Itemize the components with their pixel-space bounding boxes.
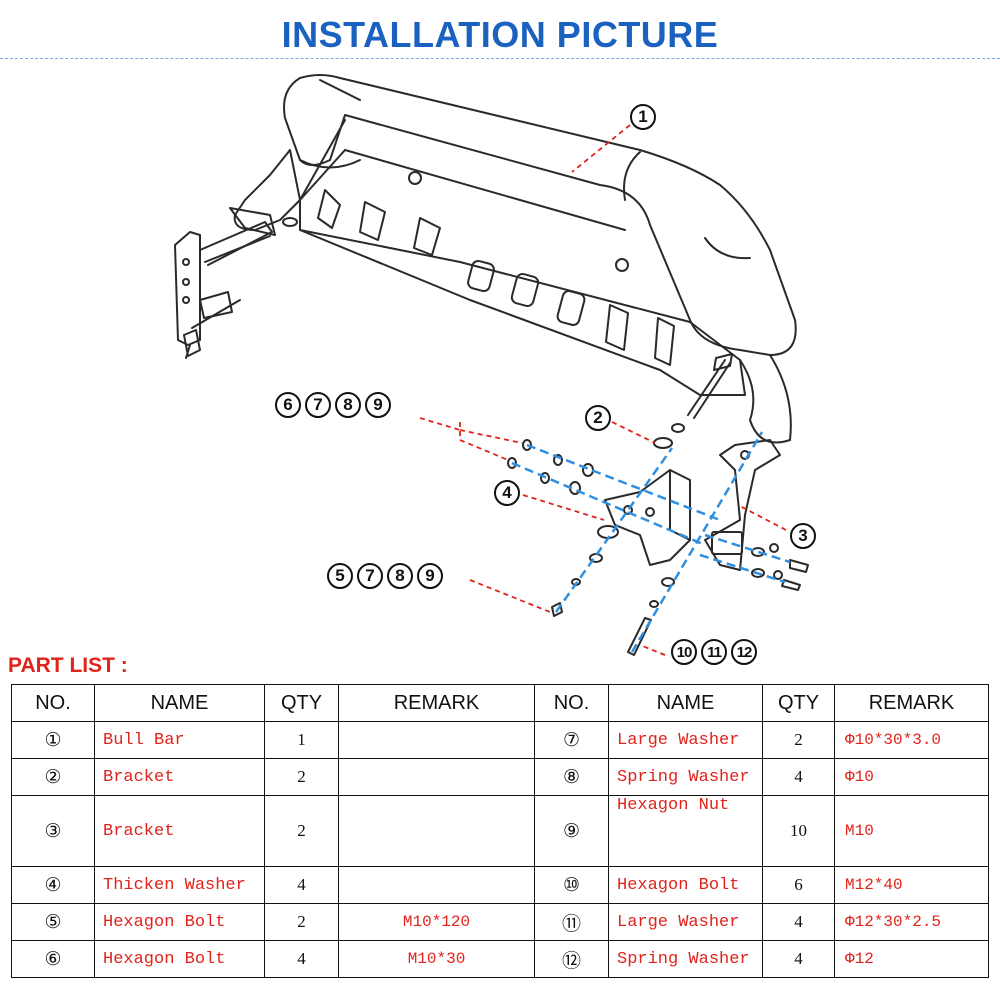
table-header-row: NO. NAME QTY REMARK NO. NAME QTY REMARK (11, 684, 989, 722)
column-header: REMARK (338, 684, 535, 722)
column-header: NAME (608, 684, 763, 722)
part-number: ③ (11, 795, 95, 867)
callout-number: 10 (671, 639, 697, 665)
part-remark: M10*30 (338, 940, 535, 978)
part-number: ⑨ (534, 795, 609, 867)
part-remark (338, 866, 535, 904)
callout-number: 8 (387, 563, 413, 589)
callout-number: 3 (790, 523, 816, 549)
part-name: Hexagon Bolt (608, 866, 763, 904)
callout-number: 8 (335, 392, 361, 418)
page-title: INSTALLATION PICTURE (281, 14, 719, 55)
callout-number: 1 (630, 104, 656, 130)
part-name: Hexagon Bolt (94, 903, 265, 941)
part-name: Large Washer (608, 903, 763, 941)
table-row: ① Bull Bar 1 ⑦ Large Washer 2 Φ10*30*3.0 (11, 721, 989, 759)
part-name: Bull Bar (94, 721, 265, 759)
part-number: ⑫ (534, 940, 609, 978)
part-qty: 4 (762, 758, 835, 796)
callout-part-3: 3 (790, 523, 816, 549)
part-number: ② (11, 758, 95, 796)
part-list-table: NO. NAME QTY REMARK NO. NAME QTY REMARK … (11, 684, 989, 978)
callout-number: 9 (365, 392, 391, 418)
part-number: ④ (11, 866, 95, 904)
table-row: ② Bracket 2 ⑧ Spring Washer 4 Φ10 (11, 758, 989, 796)
callout-number: 2 (585, 405, 611, 431)
part-qty: 2 (762, 721, 835, 759)
title-divider (0, 58, 1000, 59)
column-header: QTY (762, 684, 835, 722)
part-number: ① (11, 721, 95, 759)
callout-part-4: 4 (494, 480, 520, 506)
part-qty: 4 (762, 940, 835, 978)
part-name: Spring Washer (608, 940, 763, 978)
part-list-title: PART LIST : (8, 654, 128, 677)
callout-number: 7 (305, 392, 331, 418)
part-number: ⑩ (534, 866, 609, 904)
part-qty: 4 (264, 866, 339, 904)
part-name: Thicken Washer (94, 866, 265, 904)
callout-group-5789: 5 7 8 9 (327, 563, 443, 589)
callout-number: 12 (731, 639, 757, 665)
part-name: Hexagon Bolt (94, 940, 265, 978)
callout-leaders (419, 124, 787, 656)
part-remark: Φ10 (834, 758, 989, 796)
part-remark: Φ12 (834, 940, 989, 978)
part-remark (338, 721, 535, 759)
callout-part-1: 1 (630, 104, 656, 130)
part-number: ⑤ (11, 903, 95, 941)
part-name: Large Washer (608, 721, 763, 759)
part-number: ⑧ (534, 758, 609, 796)
part-remark: Φ10*30*3.0 (834, 721, 989, 759)
part-qty: 4 (762, 903, 835, 941)
column-header: REMARK (834, 684, 989, 722)
part-qty: 1 (264, 721, 339, 759)
part-qty: 2 (264, 758, 339, 796)
installation-diagram (174, 74, 809, 656)
column-header: QTY (264, 684, 339, 722)
part-qty: 2 (264, 795, 339, 867)
callout-group-101112: 10 11 12 (671, 639, 757, 665)
table-row: ⑤ Hexagon Bolt 2 M10*120 ⑪ Large Washer … (11, 903, 989, 941)
part-remark: M12*40 (834, 866, 989, 904)
part-remark (338, 795, 535, 867)
part-number: ⑪ (534, 903, 609, 941)
part-qty: 2 (264, 903, 339, 941)
table-row: ③ Bracket 2 ⑨ Hexagon Nut 10 M10 (11, 795, 989, 867)
callout-number: 11 (701, 639, 727, 665)
column-header: NO. (11, 684, 95, 722)
part-remark: Φ12*30*2.5 (834, 903, 989, 941)
table-row: ④ Thicken Washer 4 ⑩ Hexagon Bolt 6 M12*… (11, 866, 989, 904)
callout-number: 4 (494, 480, 520, 506)
column-header: NAME (94, 684, 265, 722)
part-number: ⑥ (11, 940, 95, 978)
part-name: Bracket (94, 795, 265, 867)
column-header: NO. (534, 684, 609, 722)
callout-group-6789: 6 7 8 9 (275, 392, 391, 418)
part-number: ⑦ (534, 721, 609, 759)
part-qty: 10 (762, 795, 835, 867)
part-remark (338, 758, 535, 796)
part-name: Hexagon Nut (608, 795, 763, 867)
part-remark: M10 (834, 795, 989, 867)
callout-number: 6 (275, 392, 301, 418)
part-qty: 4 (264, 940, 339, 978)
callout-part-2: 2 (585, 405, 611, 431)
callout-number: 7 (357, 563, 383, 589)
part-remark: M10*120 (338, 903, 535, 941)
bull-bar-drawing (174, 74, 809, 656)
part-name: Spring Washer (608, 758, 763, 796)
assembly-axis-lines (511, 431, 791, 653)
callout-number: 9 (417, 563, 443, 589)
table-row: ⑥ Hexagon Bolt 4 M10*30 ⑫ Spring Washer … (11, 940, 989, 978)
callout-number: 5 (327, 563, 353, 589)
part-name: Bracket (94, 758, 265, 796)
part-qty: 6 (762, 866, 835, 904)
